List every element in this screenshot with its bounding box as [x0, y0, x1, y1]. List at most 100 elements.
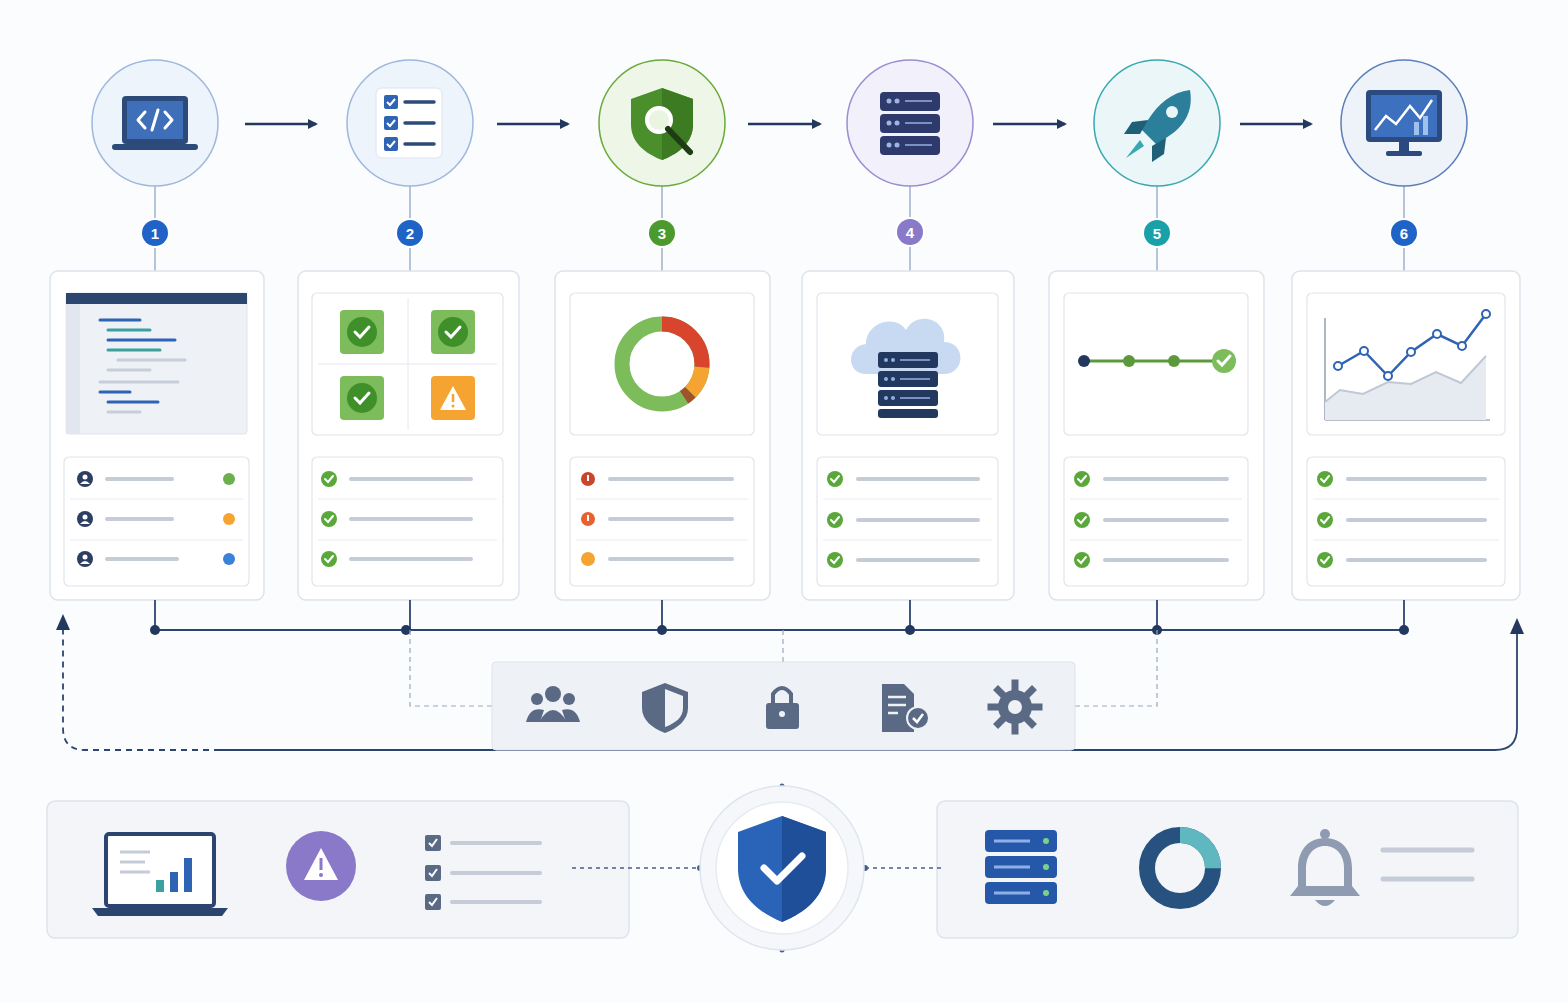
bottom-checklist-part — [452, 843, 540, 902]
server-icon-part-part — [895, 121, 900, 126]
check-row-part-part — [1078, 517, 1086, 523]
check-row-part-part — [1321, 476, 1329, 482]
check-row-part-part — [325, 556, 333, 562]
check-row-part-part — [858, 518, 978, 522]
code-laptop-icon-part — [112, 144, 198, 150]
server-icon-part-part — [895, 143, 900, 148]
stage-circle-part — [847, 60, 973, 186]
dashboard-laptop-part-part — [120, 861, 145, 864]
monitor-chart-icon — [1366, 90, 1442, 156]
code-laptop-icon-part — [122, 96, 188, 144]
bottom-checklist-part-part — [425, 865, 441, 881]
check-row-part-part — [1078, 557, 1086, 563]
notification-lines-part — [1383, 877, 1472, 882]
issue-row-part-part — [610, 477, 732, 481]
bottom-panel — [47, 801, 1518, 938]
test-tiles-part — [438, 317, 468, 347]
tools-panel-part — [665, 689, 683, 727]
stage-card-part — [1049, 271, 1264, 600]
flow-arrow-part — [245, 123, 316, 126]
bottom-checklist-part-part — [429, 898, 437, 905]
card-panel-part — [817, 293, 998, 435]
notification-lines — [1383, 850, 1472, 879]
metrics-chart-part-part — [1334, 362, 1342, 370]
user-row-part-part — [77, 511, 93, 527]
user-row-part-part — [77, 551, 93, 567]
bus-dot-part — [905, 625, 915, 635]
server-icon-part-part — [887, 143, 892, 148]
callout-text: 3 — [658, 226, 666, 241]
deploy-timeline-part — [1212, 349, 1236, 373]
cloud-server — [851, 319, 961, 418]
code-editor-part-part — [108, 401, 158, 404]
user-row-part — [77, 471, 93, 567]
test-tiles-part-part — [355, 327, 369, 337]
dashboard-laptop-part — [92, 908, 228, 916]
card-panel-part — [570, 293, 754, 435]
callout-text: 2 — [406, 226, 414, 241]
alert-icon-part — [286, 831, 356, 901]
stem-line — [155, 186, 1404, 271]
dashboard-laptop-part-part — [120, 871, 150, 874]
check-row-part-part — [325, 516, 333, 522]
callout-number: 1 — [142, 220, 168, 246]
alert-icon — [286, 831, 356, 901]
tools-panel-part — [779, 711, 785, 717]
coverage-donut-part — [619, 321, 706, 408]
dashboard-laptop-part — [106, 834, 214, 906]
row-divider-part — [318, 499, 497, 500]
server-icon-part-part — [905, 144, 932, 146]
dashed-leader-part — [782, 630, 783, 662]
row-divider-part — [823, 499, 992, 500]
cloud-server-part-part — [891, 358, 895, 362]
dashboard-laptop-part-part — [120, 851, 150, 854]
dashed-connector-part — [865, 867, 945, 868]
test-tiles-part — [347, 317, 377, 347]
check-row-part-part — [351, 557, 471, 561]
test-tiles-part-part — [446, 327, 460, 337]
rocket-icon-part — [1140, 90, 1191, 146]
callout-number: 5 — [1144, 220, 1170, 246]
row-divider-part — [576, 540, 748, 541]
monitor-chart-icon-part — [1371, 95, 1437, 137]
bottom-donut — [1147, 835, 1213, 901]
check-row-part — [321, 471, 1333, 568]
bus-dot — [150, 625, 1409, 635]
flow-arrow-part — [1240, 123, 1311, 126]
issue-row-part — [587, 475, 589, 521]
issue-row-part — [581, 552, 595, 566]
dashboard-laptop-part — [184, 858, 192, 892]
bottom-checklist-part — [429, 839, 437, 905]
code-editor — [66, 293, 247, 434]
server-icon-part — [880, 136, 940, 155]
card-panel-part — [1307, 457, 1505, 586]
cloud-server-part-part — [884, 377, 888, 381]
test-tiles-part — [355, 327, 460, 403]
check-row-part-part — [827, 552, 843, 568]
check-row-part-part — [321, 551, 337, 567]
bottom-checklist-part-part — [429, 839, 437, 846]
user-row-part — [107, 479, 177, 559]
card-panel-part — [817, 457, 998, 586]
check-row-part-part — [858, 477, 978, 481]
card-panel-part — [1307, 293, 1505, 435]
monitor-chart-icon-part-part — [1414, 122, 1419, 135]
stage-card-part — [802, 271, 1014, 600]
code-editor-part — [66, 304, 80, 434]
test-tiles — [318, 298, 497, 430]
connector-dot — [697, 784, 868, 953]
check-row-part-part — [325, 476, 333, 482]
alert-icon-part — [319, 873, 323, 877]
user-row-part-part — [83, 475, 88, 480]
bottom-server-part-part — [1043, 890, 1049, 896]
checklist-icon-part — [384, 95, 398, 109]
callout-text: 5 — [1153, 226, 1161, 241]
bell-icon-part — [1306, 846, 1344, 886]
central-shield-part — [738, 816, 826, 922]
metrics-chart-part-part — [1384, 372, 1392, 380]
metrics-chart-part-part — [1482, 310, 1490, 318]
bottom-checklist — [425, 835, 540, 910]
coverage-donut — [605, 307, 718, 420]
checklist-icon-part — [384, 116, 398, 130]
